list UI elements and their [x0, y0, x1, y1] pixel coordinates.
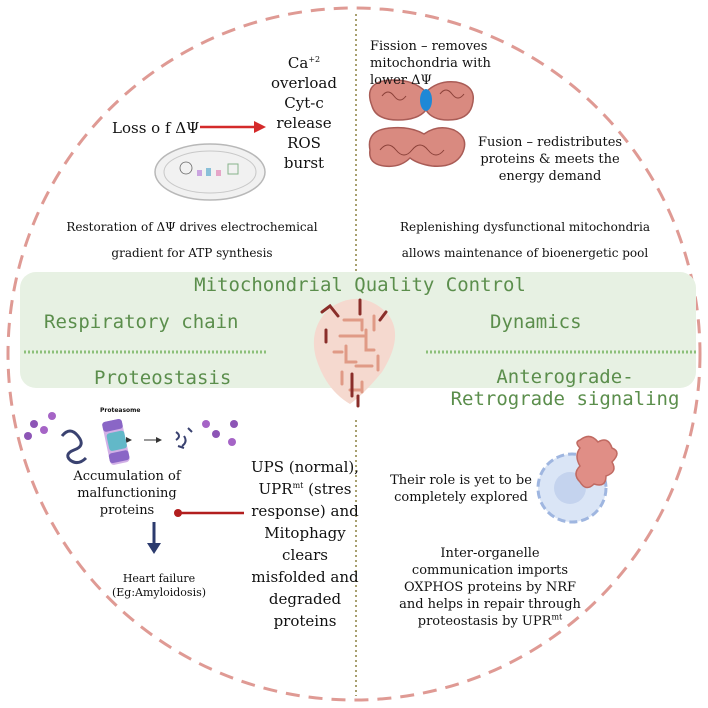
- category-dynamics: Dynamics: [490, 311, 582, 333]
- inhibition-dot: [174, 509, 182, 517]
- fission-mitochondrion: [368, 79, 474, 121]
- restoration-text: Restoration of ΔΨ drives electrochemical…: [66, 220, 318, 260]
- band-title: Mitochondrial Quality Control: [194, 274, 526, 296]
- heart-illustration: [313, 298, 396, 408]
- outer-dashed-circle: [6, 6, 702, 702]
- role-text: Their role is yet to be completely explo…: [390, 473, 532, 505]
- heart-failure-arrow-head: [147, 543, 161, 554]
- replenish-text: Replenishing dysfunctional mitochondria …: [399, 220, 650, 260]
- fission-text: Fission – removes mitochondria with lowe…: [370, 39, 491, 88]
- fusion-text: Fusion – redistributes proteins & meets …: [477, 135, 623, 184]
- fusion-mitochondrion: [368, 126, 466, 168]
- protein-molecules: [24, 412, 132, 465]
- loss-label: Loss o f ΔΨ: [112, 119, 200, 137]
- accumulation-text: Accumulation of malfunctioning proteins: [73, 469, 181, 518]
- mitochondrion-illustration: [154, 143, 266, 201]
- heart-failure-text: Heart failure (Eg:Amyloidosis): [111, 572, 207, 599]
- loss-arrow-head: [254, 121, 266, 133]
- effects-text: Ca+2 overload Cyt-c release ROS burst: [271, 54, 337, 172]
- communication-text: Inter-organelle communication imports OX…: [399, 546, 581, 629]
- category-respiratory: Respiratory chain: [44, 311, 239, 333]
- category-proteostasis: Proteostasis: [94, 367, 232, 389]
- ups-text: UPS (normal), UPRmt (stres response) and…: [250, 458, 360, 630]
- proteasome-label: Proteasome: [100, 407, 141, 414]
- proteasome-illustration: [102, 418, 130, 465]
- degraded-peptides: [144, 420, 238, 449]
- cell-illustration: [536, 435, 618, 524]
- category-signaling: Anterograde- Retrograde signaling: [450, 366, 680, 410]
